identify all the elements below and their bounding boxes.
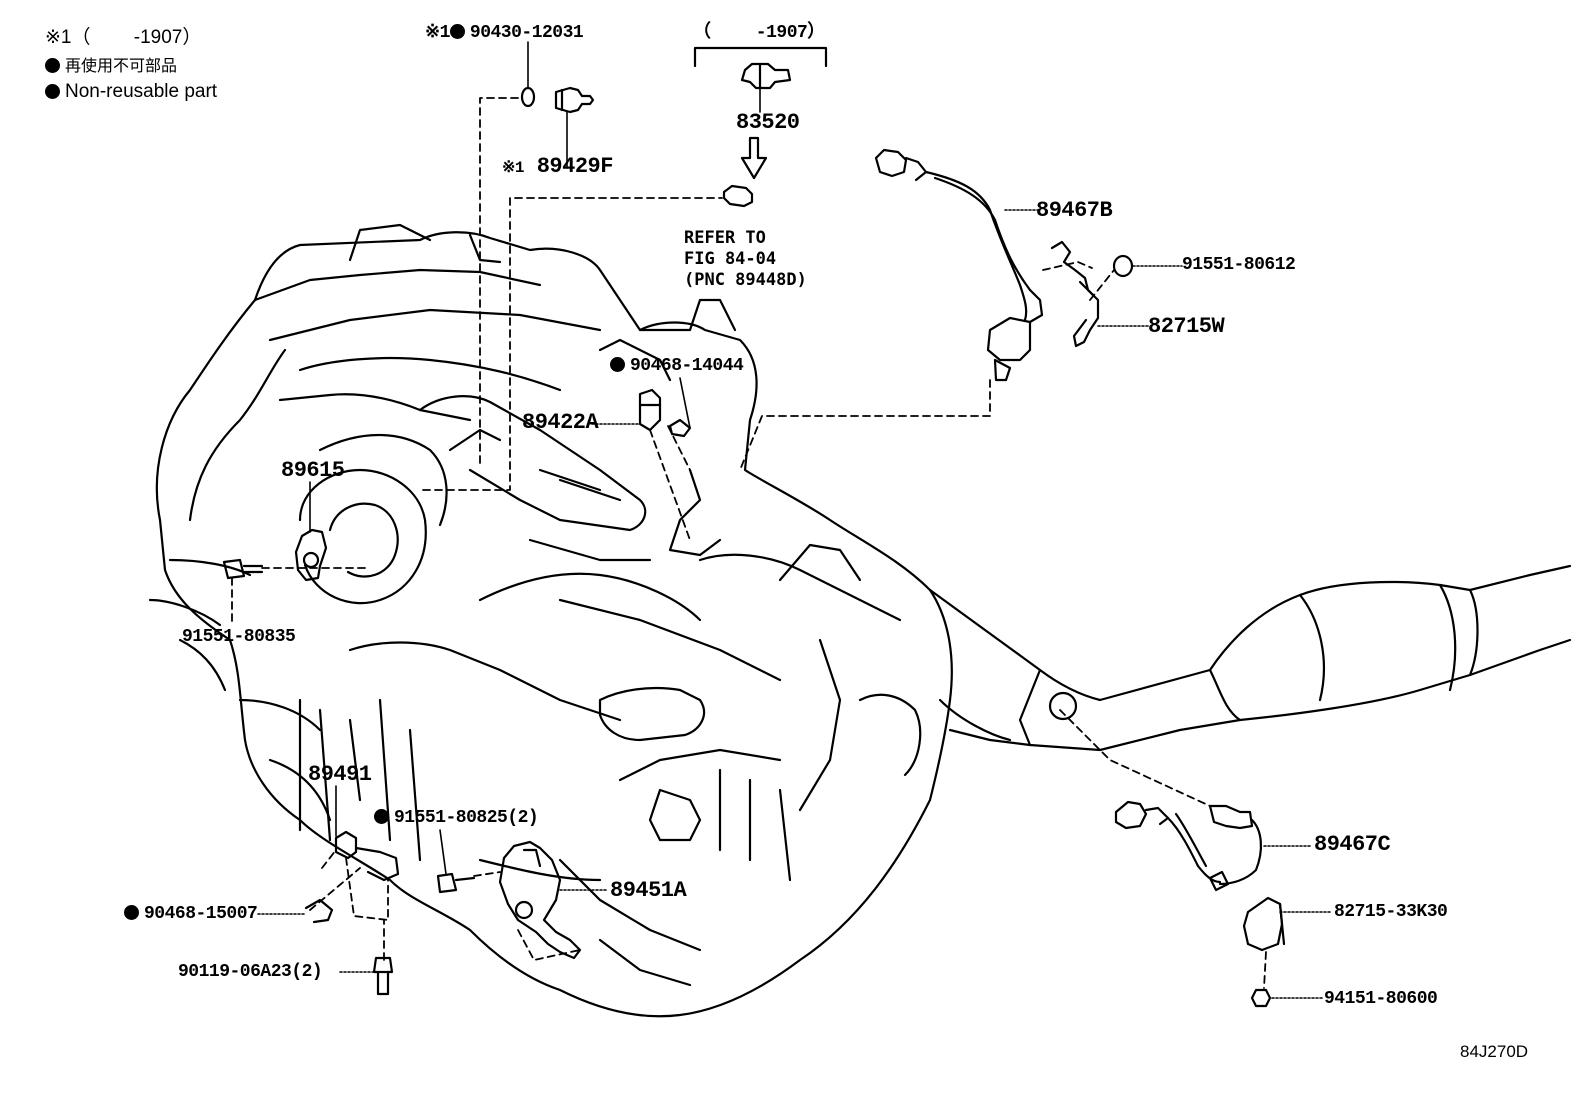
label-83520: 83520 — [736, 110, 800, 135]
part-number: 90468-14044 — [630, 356, 744, 376]
label-89467B: 89467B — [1036, 198, 1113, 223]
reference-line-2: FIG 84-04 — [684, 249, 777, 269]
label-89615: 89615 — [281, 458, 345, 483]
label-94151-80600: 94151-80600 — [1324, 989, 1438, 1009]
part-number: 90468-15007 — [144, 904, 258, 924]
clip-90468-15007 — [304, 898, 334, 924]
oxygen-sensor-89467B — [874, 148, 1044, 382]
label-89491: 89491 — [308, 762, 372, 787]
sensor-89615 — [294, 528, 328, 582]
non-reusable-dot-icon — [374, 809, 389, 824]
label-91551-80612: 91551-80612 — [1182, 255, 1296, 275]
nut-91551-80612 — [1112, 254, 1134, 278]
label-82715-33K30: 82715-33K30 — [1334, 902, 1448, 922]
note-ref-mark: ※1 — [425, 23, 450, 43]
label-90468-14044: 90468-14044 — [610, 356, 744, 376]
non-reusable-dot-icon — [449, 24, 465, 39]
label-91551-80825: 91551-80825(2) — [374, 808, 539, 828]
bracket-82715-33K30 — [1242, 896, 1286, 952]
legend-en: Non-reusable part — [45, 82, 217, 101]
label-89451A: 89451A — [610, 878, 687, 903]
bolt-91551-80825 — [436, 872, 476, 894]
non-reusable-dot-icon — [124, 905, 139, 920]
sensor-83520 — [740, 62, 792, 90]
sensor-89429F — [554, 86, 595, 114]
non-reusable-dot-icon — [45, 58, 60, 73]
down-arrow-icon — [740, 136, 768, 180]
non-reusable-dot-icon — [610, 357, 625, 372]
reference-line-1: REFER TO — [684, 228, 766, 248]
neutral-switch-89451A — [498, 840, 582, 960]
legend-note: ※1（ -1907） — [45, 27, 202, 48]
exhaust-pipe-outline — [928, 564, 1572, 752]
non-reusable-dot-icon — [45, 84, 60, 99]
engine-block-outline — [148, 223, 953, 1018]
part-number: 91551-80825(2) — [394, 808, 539, 828]
clamp-82715W — [1050, 240, 1100, 348]
reference-line-3: (PNC 89448D) — [684, 270, 807, 290]
legend-jp: 再使用不可部品 — [45, 58, 177, 74]
legend-en-text: Non-reusable part — [65, 81, 218, 102]
solid-leader-lines — [257, 41, 1333, 999]
label-90119-06A23: 90119-06A23(2) — [178, 962, 323, 982]
gasket-90430 — [520, 86, 536, 108]
figure-id: 84J270D — [1460, 1042, 1529, 1061]
label-91551-80835: 91551-80835 — [182, 627, 296, 647]
bolt-91551-80835 — [222, 558, 264, 580]
note-ref-mark: ※1 — [502, 159, 525, 177]
oxygen-sensor-89467C — [1114, 800, 1262, 892]
o-ring-90468-14044 — [668, 418, 692, 438]
label-89429F: ※1 89429F — [502, 156, 613, 178]
label-82715W: 82715W — [1148, 314, 1225, 339]
part-number: 90430-12031 — [469, 23, 584, 43]
label-90468-15007: 90468-15007 — [124, 904, 258, 924]
sensor-89448D — [722, 184, 754, 208]
bolt-90119-06A23 — [372, 956, 394, 996]
reference-note: REFER TO FIG 84-04 (PNC 89448D) — [684, 228, 807, 291]
bracket-label: （ -1907） — [693, 23, 825, 43]
sensor-89491 — [334, 830, 400, 882]
label-90430-12031: ※1 90430-12031 — [425, 23, 584, 43]
label-89422A: 89422A — [522, 410, 599, 435]
nut-94151-80600 — [1250, 988, 1272, 1008]
label-89467C: 89467C — [1314, 832, 1391, 857]
dashed-leader-lines — [231, 97, 1267, 989]
date-bracket — [693, 46, 828, 68]
sensor-89422A — [638, 388, 662, 432]
part-number: 89429F — [536, 154, 614, 179]
legend-jp-text: 再使用不可部品 — [65, 56, 178, 75]
